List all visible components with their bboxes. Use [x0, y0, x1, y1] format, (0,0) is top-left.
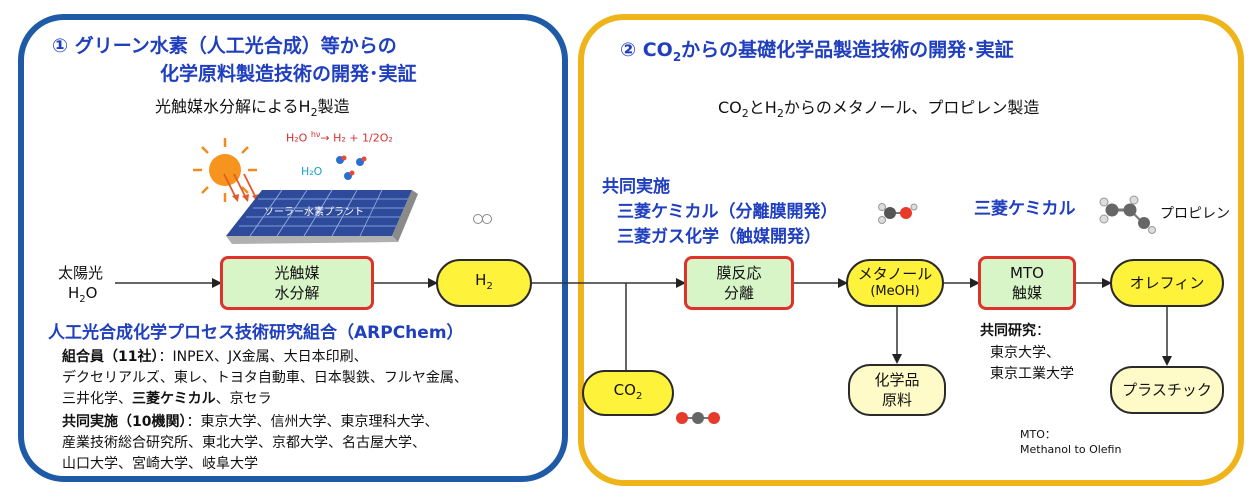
- research-university-1: 東京大学、: [990, 345, 1060, 361]
- right-subtitle: CO2とH2からのメタノール、プロピレン製造: [718, 98, 1040, 121]
- solar-plant-label: ソーラー水素プラント: [264, 207, 364, 218]
- mto-note-line2: Methanol to Olefin: [1020, 443, 1122, 456]
- left-panel: [18, 14, 568, 482]
- right-panel: [578, 14, 1244, 486]
- chemical-feedstock-node: 化学品 原料: [848, 364, 946, 416]
- joint-research-label: 共同研究：: [980, 323, 1050, 339]
- right-title: ② CO2からの基礎化学品製造技術の開発･実証: [620, 39, 1014, 64]
- mcc-label: 三菱ケミカル: [974, 199, 1076, 219]
- solar-panel-icon: [226, 189, 418, 244]
- left-title-line1: ① グリーン水素（人工光合成）等からの: [52, 35, 397, 57]
- mto-note-line1: MTO：: [1020, 428, 1056, 441]
- olefin-node: オレフィン: [1110, 259, 1224, 307]
- joint-line3: 山口大学、宮崎大学、岐阜大学: [62, 456, 258, 472]
- mto-catalyst-box: MTO 触媒: [978, 256, 1076, 310]
- water-label: H₂O: [301, 165, 323, 178]
- h2-node: H2: [436, 259, 532, 307]
- propylene-molecule-icon: [1099, 195, 1156, 234]
- members-line1: 組合員（11社）：INPEX、JX金属、大日本印刷、: [62, 349, 368, 365]
- research-university-2: 東京工業大学: [990, 366, 1074, 382]
- propylene-label: プロピレン: [1160, 206, 1230, 222]
- photocatalyst-box: 光触媒 水分解: [220, 256, 374, 310]
- co2-molecule-icon: [676, 412, 720, 424]
- plastic-node: プラスチック: [1110, 366, 1224, 414]
- left-title-line2: 化学原料製造技術の開発･実証: [160, 63, 417, 85]
- methanol-node: メタノール (MeOH): [846, 259, 944, 307]
- members-line3: 三井化学、三菱ケミカル、京セラ: [62, 391, 272, 407]
- hydrogen-molecule-icon: [473, 214, 492, 224]
- joint-line2: 産業技術総合研究所、東北大学、京都大学、名古屋大学、: [62, 435, 426, 451]
- left-subtitle: 光触媒水分解によるH2製造: [155, 97, 350, 120]
- methanol-molecule-icon: [878, 203, 918, 224]
- joint-company-2: 三菱ガス化学（触媒開発）: [617, 227, 821, 247]
- joint-heading: 共同実施: [602, 177, 670, 197]
- membrane-reaction-box: 膜反応 分離: [684, 256, 794, 310]
- input-water: H2O: [68, 284, 98, 305]
- water-molecule-icon: [336, 155, 367, 180]
- input-sunlight: 太陽光: [58, 264, 104, 282]
- reaction-equation: H₂O hν→ H₂ + 1/2O₂: [286, 130, 393, 145]
- sun-icon: [193, 138, 257, 202]
- association-name: 人工光合成化学プロセス技術研究組合（ARPChem）: [48, 323, 464, 343]
- sunlight-rays-icon: [223, 173, 259, 202]
- members-line2: デクセリアルズ、東レ、トヨタ自動車、日本製鉄、フルヤ金属、: [62, 370, 468, 386]
- joint-line1: 共同実施（10機関）：東京大学、信州大学、東京理科大学、: [62, 414, 439, 430]
- joint-company-1: 三菱ケミカル（分離膜開発）: [617, 202, 838, 222]
- co2-node: CO2: [582, 370, 674, 416]
